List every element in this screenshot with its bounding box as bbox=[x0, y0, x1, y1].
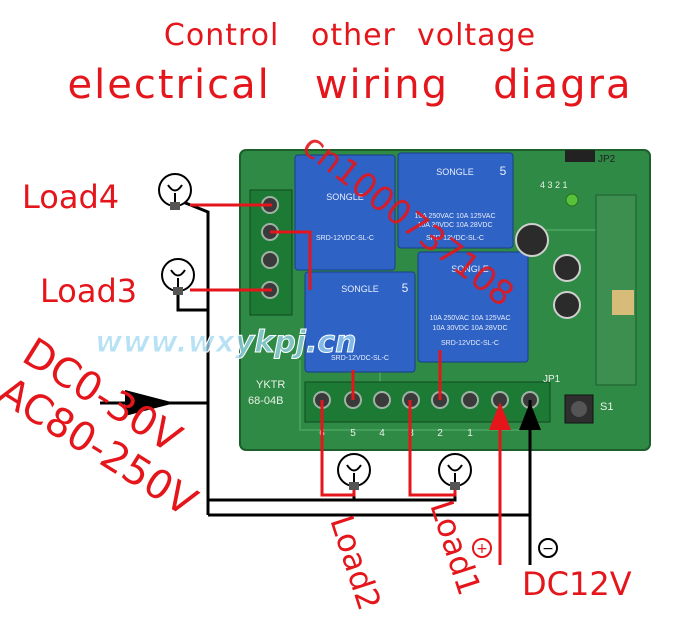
terminal-num: 1 bbox=[467, 428, 473, 439]
label-load3: Load3 bbox=[40, 272, 137, 310]
lamp-load4-icon bbox=[158, 173, 192, 210]
relay-top-right: SONGLE 5 10A 250VAC 10A 125VAC 10A 30VDC… bbox=[397, 152, 514, 249]
relay-model: SRD-12VDC-SL-C bbox=[331, 355, 389, 362]
minus-text: − bbox=[542, 541, 554, 557]
board-model-2: 68-04B bbox=[248, 395, 283, 407]
relay-rating-1: 10A 250VAC 10A 125VAC bbox=[414, 213, 495, 220]
board-model-1: YKTR bbox=[256, 379, 285, 391]
terminal-num: 4 bbox=[379, 428, 385, 439]
jp1-label: JP1 bbox=[543, 374, 561, 385]
switch-s1: S1 bbox=[564, 394, 613, 424]
relay-brand: SONGLE bbox=[436, 167, 474, 177]
label-load2: Load2 bbox=[322, 511, 388, 615]
relay-model: SRD-12VDC-SL-C bbox=[426, 235, 484, 242]
relay-rating-2: 10A 30VDC 10A 28VDC bbox=[432, 325, 507, 332]
label-load4: Load4 bbox=[22, 178, 119, 216]
relay-model: SRD-12VDC-SL-C bbox=[441, 340, 499, 347]
coil bbox=[612, 290, 634, 315]
relay-pin-count: 5 bbox=[402, 281, 409, 295]
terminal-num: 2 bbox=[437, 428, 443, 439]
lamp-load1-icon bbox=[438, 453, 472, 490]
jumper-pins: 4 3 2 1 bbox=[540, 180, 568, 190]
watermark-site: www.wxykpj.cn bbox=[95, 325, 357, 360]
dc-plus-arrow bbox=[489, 402, 511, 430]
minus-symbol: − bbox=[538, 538, 558, 558]
relay-brand: SONGLE bbox=[341, 284, 379, 294]
relay-brand: SONGLE bbox=[451, 264, 489, 274]
label-dc12v: DC12V bbox=[522, 565, 632, 603]
title-line-2: electrical wiring diagra bbox=[67, 62, 633, 108]
lamp-load3-icon bbox=[161, 258, 195, 295]
relay-pin-count: 5 bbox=[500, 164, 507, 178]
relay-rating-1: 10A 250VAC 10A 125VAC bbox=[429, 315, 510, 322]
relay-model: SRD-12VDC-SL-C bbox=[316, 235, 374, 242]
title-line-1: Control other voltage bbox=[163, 18, 537, 53]
plus-text: + bbox=[476, 541, 488, 557]
jp2-label: JP2 bbox=[598, 154, 616, 165]
relay-top-left: SONGLE SRD-12VDC-SL-C bbox=[294, 154, 396, 271]
relay-board: YKTR 68-04B 6 5 4 3 2 bbox=[239, 149, 651, 451]
jumper-jp2: JP2 4 3 2 1 bbox=[540, 150, 616, 207]
s1-label: S1 bbox=[600, 401, 613, 413]
relay-brand: SONGLE bbox=[326, 192, 364, 202]
relay-bottom-right: SONGLE 10A 250VAC 10A 125VAC 10A 30VDC 1… bbox=[417, 251, 529, 363]
lamp-load2-icon bbox=[337, 453, 371, 490]
relay-rating-2: 10A 30VDC 10A 28VDC bbox=[417, 222, 492, 229]
capacitors bbox=[515, 223, 581, 319]
red-wires bbox=[190, 203, 502, 565]
relay-bottom-left: SONGLE 5 SRD-12VDC-SL-C bbox=[304, 271, 416, 373]
source-arrow bbox=[125, 390, 175, 416]
plus-symbol: + bbox=[472, 538, 492, 558]
left-terminal-block bbox=[249, 189, 293, 316]
dc-minus-arrow bbox=[519, 402, 541, 430]
terminal-num: 5 bbox=[350, 428, 356, 439]
